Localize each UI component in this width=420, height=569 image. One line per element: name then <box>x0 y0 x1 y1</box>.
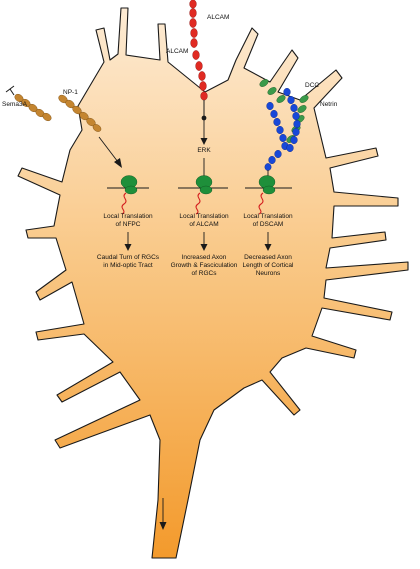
outcome-alcam-label: Increased Axon Growth & Fasciculation of… <box>170 254 238 277</box>
netrin-label: Netrin <box>320 101 338 108</box>
ribosome-complex-dscam <box>245 175 292 215</box>
dcc-molecule <box>264 87 301 171</box>
alcam-mid-label: ALCAM <box>166 48 189 55</box>
np1-arrowhead <box>114 158 122 168</box>
np1-arrow <box>98 136 119 163</box>
translation-alcam-label: Local Translation of ALCAM <box>179 213 229 228</box>
translation-nfpc-label: Local Translation of NFPC <box>103 213 153 228</box>
erk-label: ERK <box>197 147 211 154</box>
np1-label: NP-1 <box>63 89 78 96</box>
growth-cone <box>17 7 409 559</box>
alcam-top-label: ALCAM <box>207 14 230 21</box>
translation-dscam-label: Local Translation of DSCAM <box>243 213 293 228</box>
alcam-anchor <box>201 115 207 121</box>
dcc-label: DCC <box>305 82 320 89</box>
np1-molecule <box>58 94 102 132</box>
ribosome-complex-alcam <box>178 175 228 215</box>
outcome-nfpc-label: Caudal Turn of RGCs in Mid-optic Tract <box>96 254 160 269</box>
alcam-to-erk-arrowhead <box>200 138 208 145</box>
outcome-arrows <box>124 232 272 530</box>
sema3a-label: Sema3A <box>2 101 27 108</box>
alcam-chain <box>189 0 208 101</box>
ribosome-complex-nfpc <box>107 175 149 215</box>
sema3a-molecule <box>5 85 52 122</box>
outcome-dscam-label: Decreased Axon Length of Cortical Neuron… <box>242 254 294 277</box>
